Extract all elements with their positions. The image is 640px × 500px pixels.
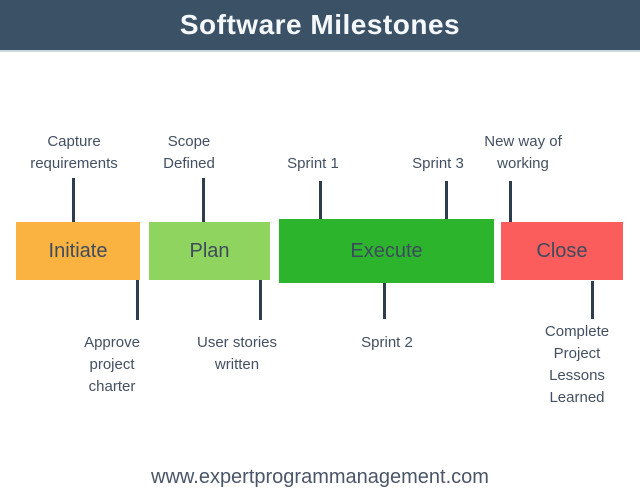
milestone-label-new-way-of-working: New way of working: [484, 133, 562, 172]
milestone-label-sprint-3: Sprint 3: [412, 155, 464, 172]
phase-label-execute: Execute: [350, 239, 423, 262]
footer-url: www.expertprogrammanagement.com: [151, 466, 489, 488]
connector-line-sprint-3: [445, 181, 448, 219]
connector-line-new-way-of-working: [509, 181, 512, 222]
header-bar: Software Milestones: [0, 0, 640, 52]
connector-line-complete-project: [591, 281, 594, 319]
milestone-label-capture-requirements: Capture requirements: [30, 133, 118, 172]
milestone-label-user-stories-written: User stories written: [196, 334, 278, 373]
phase-box-initiate: Initiate: [16, 222, 140, 280]
connector-line-scope-defined: [202, 178, 205, 222]
milestone-label-scope-defined: Scope Defined: [163, 133, 215, 172]
phase-box-plan: Plan: [149, 222, 270, 280]
connector-line-user-stories-written: [259, 280, 262, 320]
phase-label-plan: Plan: [189, 239, 230, 262]
phase-label-close: Close: [536, 239, 588, 262]
footer: www.expertprogrammanagement.com: [0, 466, 640, 489]
phase-label-initiate: Initiate: [48, 239, 108, 262]
page-title: Software Milestones: [179, 9, 461, 40]
milestone-label-sprint-2: Sprint 2: [361, 334, 413, 351]
phase-box-execute: Execute: [279, 219, 494, 283]
connector-line-approve-project-charter: [136, 280, 139, 320]
milestone-label-complete-project-lessons-learned: Complete Project Lessons Learned: [544, 323, 610, 406]
milestone-label-approve-project-charter: Approve project charter: [84, 334, 140, 395]
connector-line-capture-requirements: [72, 178, 75, 222]
connector-line-sprint-1: [319, 181, 322, 219]
connector-line-sprint-2: [383, 283, 386, 319]
milestone-label-sprint-1: Sprint 1: [287, 155, 339, 172]
phase-box-close: Close: [501, 222, 623, 280]
